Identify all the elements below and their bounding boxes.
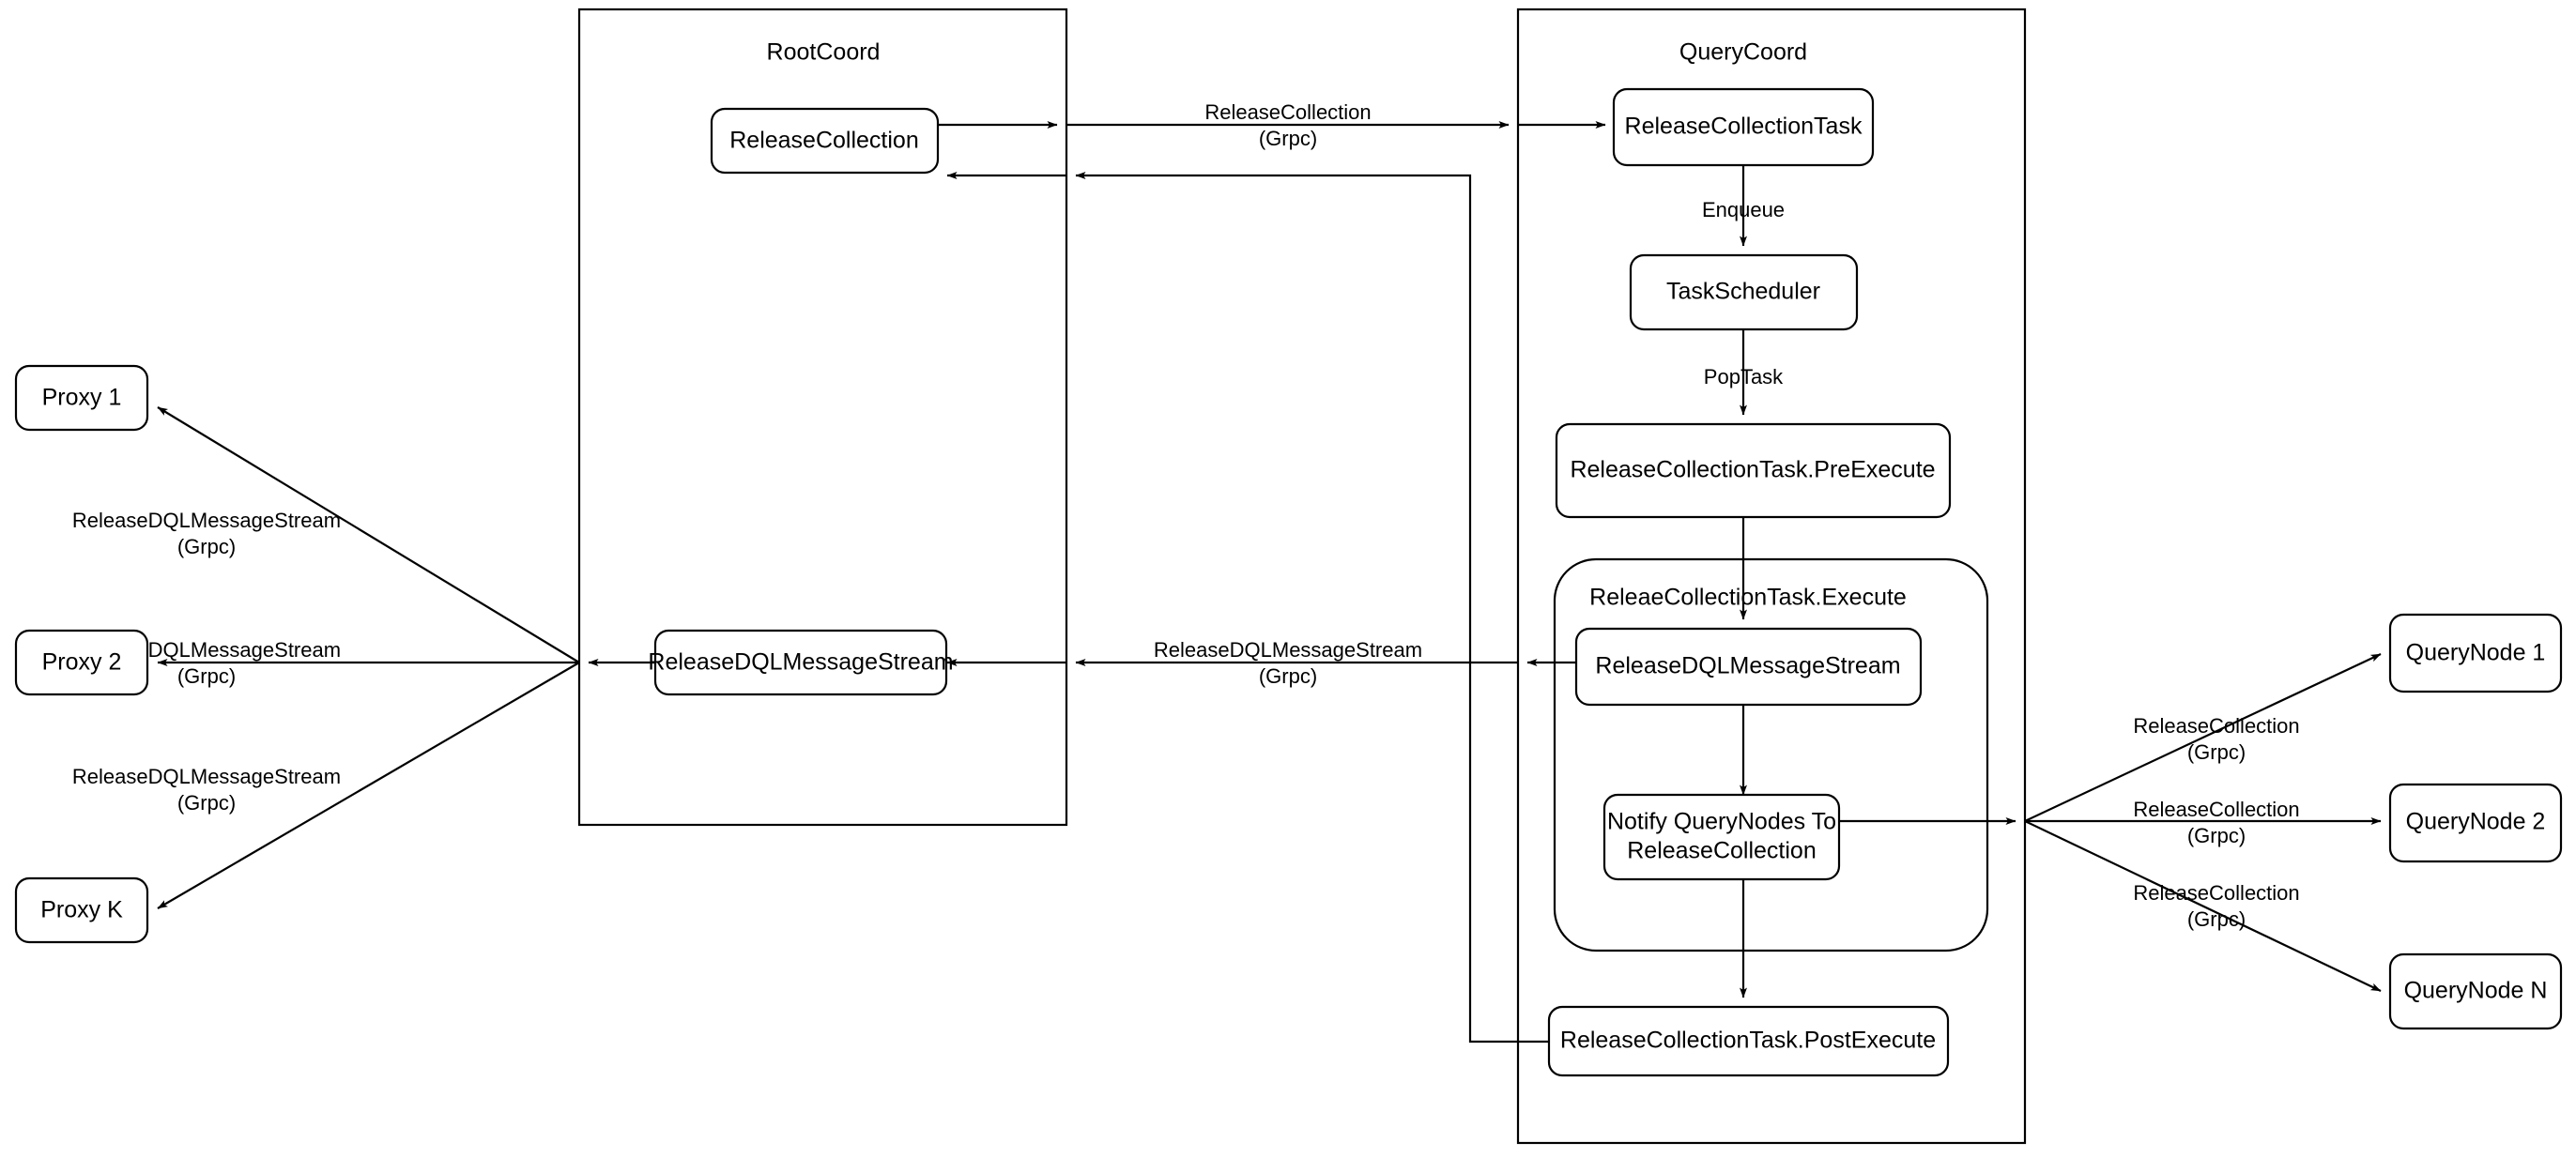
edge-fanout-to-querynoden xyxy=(2024,820,2382,992)
node-task-scheduler-label: TaskScheduler xyxy=(1666,279,1820,305)
node-execute-release-dql-message-stream[interactable] xyxy=(1574,627,1923,707)
node-rootcoord-release-dql-message-stream-label: ReleaseDQLMessageStream xyxy=(648,649,953,676)
edge-label-dql-proxy1-line2: (Grpc) xyxy=(177,535,236,558)
node-release-collection-task-preexecute-label: ReleaseCollectionTask.PreExecute xyxy=(1570,457,1935,483)
node-notify-querynodes-line1: Notify QueryNodes To xyxy=(1607,809,1836,835)
node-notify-querynodes-line2: ReleaseCollection xyxy=(1627,838,1817,864)
node-release-collection-task-preexecute[interactable] xyxy=(1555,422,1952,519)
container-rootcoord-title: RootCoord xyxy=(767,39,881,66)
edge-label-dql-proxy1-line1: ReleaseDQLMessageStream xyxy=(72,509,341,532)
container-querycoord-title: QueryCoord xyxy=(1679,39,1807,66)
node-proxy-2-label: Proxy 2 xyxy=(42,649,122,676)
node-rootcoord-release-dql-message-stream[interactable] xyxy=(653,629,948,696)
node-proxy-k[interactable] xyxy=(14,876,149,944)
container-execute xyxy=(1553,557,1989,952)
node-proxy-k-label: Proxy K xyxy=(40,897,123,923)
node-querynode-2-label: QueryNode 2 xyxy=(2406,809,2546,835)
edge-label-rc-qnn-line2: (Grpc) xyxy=(2187,907,2246,931)
edge-label-poptask: PopTask xyxy=(1704,365,1784,388)
edge-label-enqueue: Enqueue xyxy=(1702,198,1785,221)
node-rootcoord-release-collection-label: ReleaseCollection xyxy=(729,128,919,154)
edge-label-rc-qn2-line1: ReleaseCollection xyxy=(2133,798,2299,821)
edge-label-release-collection-grpc-line2: (Grpc) xyxy=(1259,127,1317,150)
node-rootcoord-release-collection[interactable] xyxy=(710,107,940,175)
edge-label-release-collection-grpc-line1: ReleaseCollection xyxy=(1204,100,1371,124)
node-task-scheduler[interactable] xyxy=(1629,253,1859,331)
edge-label-dql-proxy2-line2: (Grpc) xyxy=(177,664,236,688)
edge-label-rc-qn2-line2: (Grpc) xyxy=(2187,824,2246,847)
node-notify-querynodes-to-release-collection[interactable] xyxy=(1602,793,1841,881)
node-querynode-2[interactable] xyxy=(2388,783,2563,863)
edge-label-rc-qnn-line1: ReleaseCollection xyxy=(2133,881,2299,905)
node-proxy-2[interactable] xyxy=(14,629,149,696)
edge-postexecute-return-to-rootcoord xyxy=(1075,172,1549,1044)
node-proxy-1[interactable] xyxy=(14,364,149,432)
edge-label-dql-mid-line1: ReleaseDQLMessageStream xyxy=(1154,638,1422,662)
node-release-collection-task-postexecute[interactable] xyxy=(1547,1005,1950,1077)
node-querynode-1-label: QueryNode 1 xyxy=(2406,640,2546,666)
node-querynode-1[interactable] xyxy=(2388,613,2563,693)
edge-label-rc-qn1-line2: (Grpc) xyxy=(2187,740,2246,764)
node-querynode-n[interactable] xyxy=(2388,952,2563,1030)
edge-label-rc-qn1-line1: ReleaseCollection xyxy=(2133,714,2299,738)
node-execute-release-dql-message-stream-label: ReleaseDQLMessageStream xyxy=(1595,653,1900,679)
node-release-collection-task-label: ReleaseCollectionTask xyxy=(1625,114,1863,140)
edge-label-dql-proxyk-line1: ReleaseDQLMessageStream xyxy=(72,765,341,788)
node-proxy-1-label: Proxy 1 xyxy=(42,385,122,411)
container-execute-title: ReleaeCollectionTask.Execute xyxy=(1589,585,1907,611)
edge-label-dql-mid-line2: (Grpc) xyxy=(1259,664,1317,688)
edge-fanout-to-proxyk xyxy=(157,662,580,909)
edge-fanout-to-querynode1 xyxy=(2024,653,2382,822)
edge-label-dql-proxyk-line2: (Grpc) xyxy=(177,791,236,815)
node-release-collection-task[interactable] xyxy=(1612,87,1875,167)
edge-fanout-to-proxy1 xyxy=(157,406,580,663)
node-release-collection-task-postexecute-label: ReleaseCollectionTask.PostExecute xyxy=(1560,1028,1936,1054)
node-querynode-n-label: QueryNode N xyxy=(2404,978,2548,1004)
